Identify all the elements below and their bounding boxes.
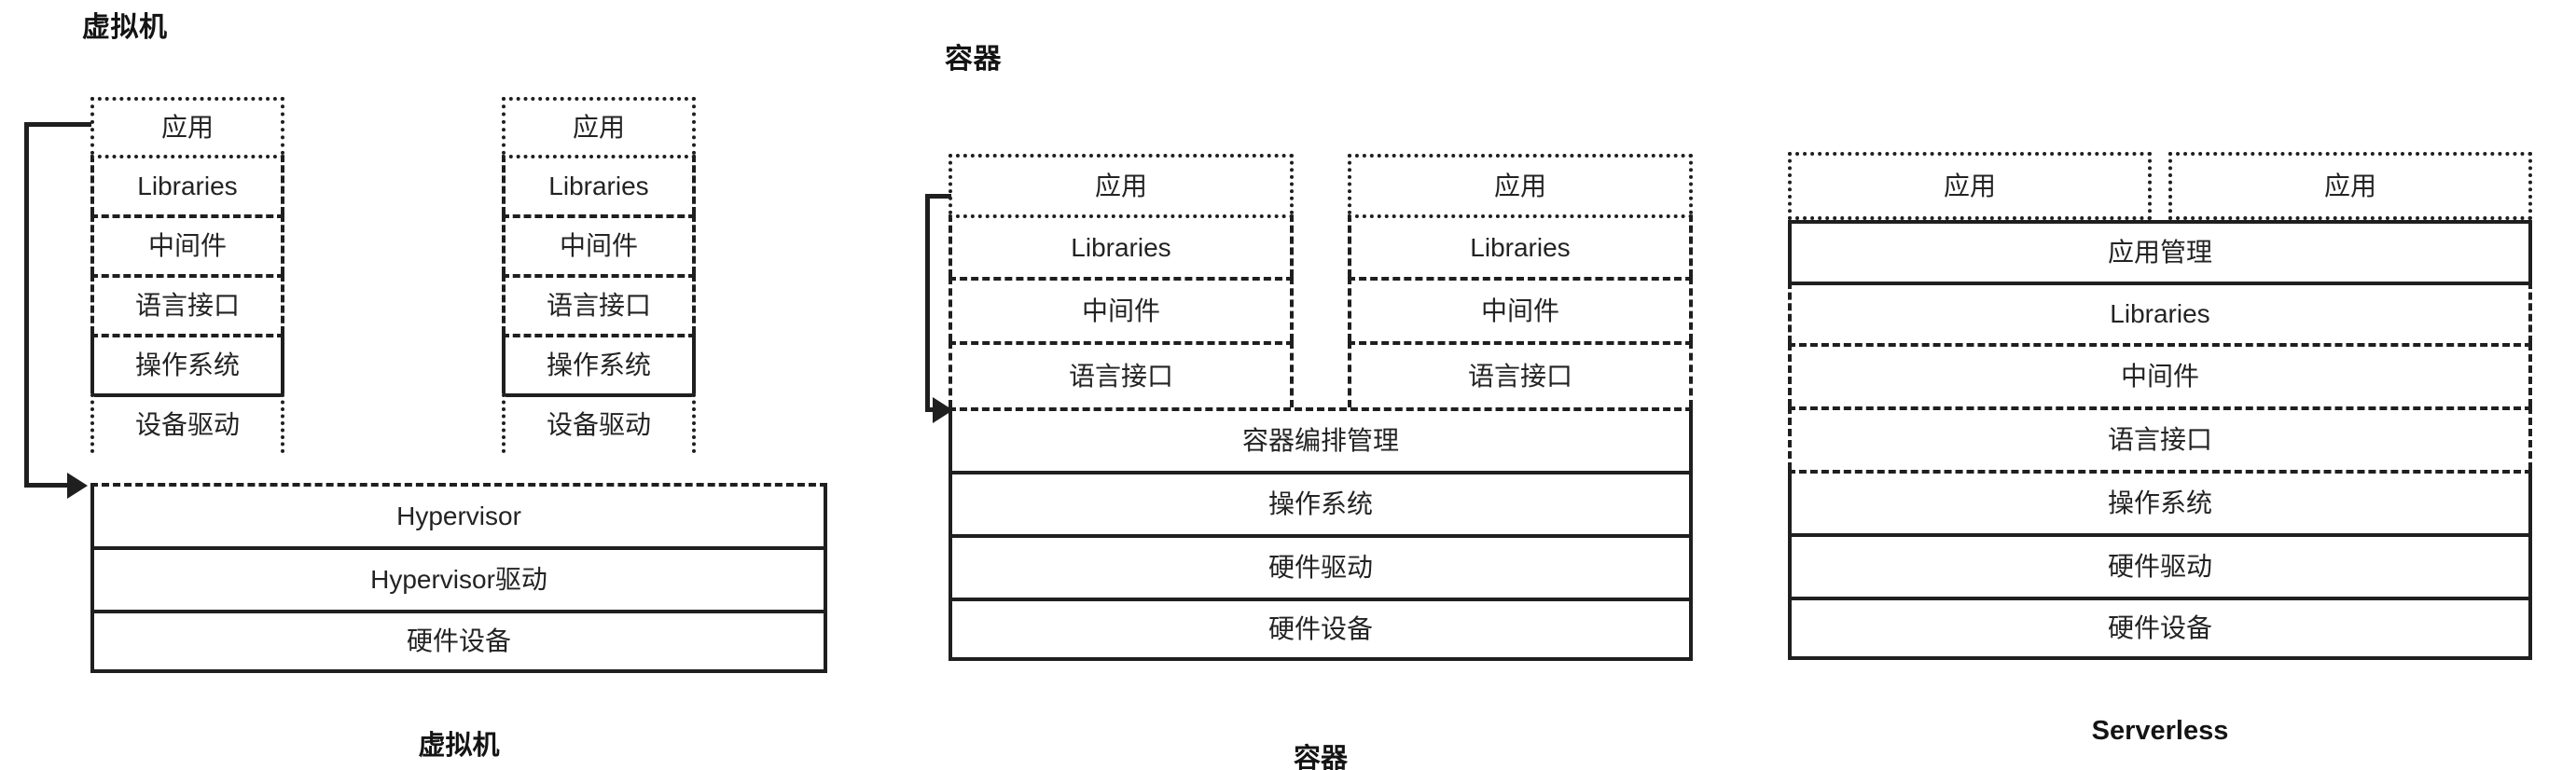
cell-label: 应用: [2323, 171, 2376, 200]
vm-guest2-row-os: 操作系统: [502, 334, 696, 393]
vm-guest1-row-driver: 设备驱动: [90, 393, 284, 453]
cell-label: Libraries: [1071, 232, 1171, 262]
vm-connector-vertical: [24, 122, 29, 488]
container-base-row-hardware: 硬件设备: [949, 598, 1693, 661]
cell-label: 应用管理: [2107, 238, 2212, 267]
cell-label: 硬件驱动: [2107, 552, 2212, 581]
cell-label: 中间件: [1081, 296, 1160, 325]
serverless-app2: 应用: [2168, 152, 2532, 220]
cell-label: 操作系统: [546, 351, 651, 379]
cell-label: Libraries: [137, 172, 238, 200]
container-guest1-row-language: 语言接口: [949, 341, 1294, 407]
vm-column-title: 虚拟机: [82, 12, 168, 43]
vm-guest1-row-libraries: Libraries: [90, 155, 284, 214]
container-connector-arrow-icon: [933, 397, 953, 423]
cell-label: 中间件: [1480, 296, 1559, 325]
container-connector-horizontal-top: [925, 194, 951, 199]
vm-guest2-row-middleware: 中间件: [502, 214, 696, 274]
vm-base-row-hypervisor-driver: Hypervisor驱动: [90, 546, 827, 610]
cell-label: 应用: [572, 113, 625, 142]
vm-base-row-hypervisor: Hypervisor: [90, 483, 827, 546]
vm-guest2-row-app: 应用: [502, 97, 696, 155]
container-guest2-row-app: 应用: [1348, 154, 1693, 214]
serverless-row-libraries: Libraries: [1788, 282, 2532, 343]
cell-label: 操作系统: [1267, 489, 1373, 518]
cell-label: 设备驱动: [134, 410, 240, 439]
serverless-row-middleware: 中间件: [1788, 343, 2532, 406]
cell-label: 硬件驱动: [1267, 553, 1373, 582]
vm-connector-horizontal-top: [24, 122, 91, 127]
cell-label: 中间件: [2120, 362, 2199, 391]
cell-label: 设备驱动: [546, 410, 651, 439]
container-guest2-row-language: 语言接口: [1348, 341, 1693, 407]
container-guest2-row-middleware: 中间件: [1348, 277, 1693, 341]
vm-connector-arrow-icon: [67, 473, 88, 499]
serverless-row-hardware-driver: 硬件驱动: [1788, 533, 2532, 597]
serverless-column-footer: Serverless: [2091, 716, 2229, 746]
container-base-row-os: 操作系统: [949, 471, 1693, 534]
cell-label: 硬件设备: [406, 626, 511, 655]
serverless-row-language: 语言接口: [1788, 406, 2532, 470]
cell-label: 中间件: [147, 231, 227, 260]
cell-label: 语言接口: [1467, 361, 1572, 391]
container-guest1-row-app: 应用: [949, 154, 1294, 214]
container-guest2-row-libraries: Libraries: [1348, 214, 1693, 277]
container-connector-vertical: [925, 194, 930, 412]
vm-connector-horizontal-bottom: [24, 483, 69, 488]
container-base-row-hardware-driver: 硬件驱动: [949, 534, 1693, 598]
cell-label: 操作系统: [134, 351, 240, 379]
cell-label: 语言接口: [546, 291, 651, 320]
vm-base-row-hardware: 硬件设备: [90, 610, 827, 673]
vm-column-footer: 虚拟机: [418, 731, 500, 761]
cell-label: Libraries: [548, 172, 649, 200]
vm-guest2-row-driver: 设备驱动: [502, 393, 696, 453]
cell-label: 容器编排管理: [1241, 426, 1399, 455]
serverless-row-app-management: 应用管理: [1788, 220, 2532, 282]
vm-guest1-row-app: 应用: [90, 97, 284, 155]
cell-label: Libraries: [2110, 299, 2210, 328]
container-guest1-row-libraries: Libraries: [949, 214, 1294, 277]
serverless-row-os: 操作系统: [1788, 470, 2532, 533]
cell-label: 应用: [160, 113, 214, 142]
container-column-footer: 容器: [1293, 744, 1348, 770]
cell-label: 操作系统: [2107, 488, 2212, 517]
cell-label: 硬件设备: [2107, 613, 2212, 642]
cell-label: Hypervisor: [396, 502, 521, 530]
vm-guest1-row-os: 操作系统: [90, 334, 284, 393]
vm-guest1-row-middleware: 中间件: [90, 214, 284, 274]
cell-label: 语言接口: [1068, 361, 1173, 391]
cell-label: 中间件: [559, 231, 638, 260]
vm-guest2-row-language: 语言接口: [502, 274, 696, 334]
vm-guest1-row-language: 语言接口: [90, 274, 284, 334]
vm-guest2-row-libraries: Libraries: [502, 155, 696, 214]
cell-label: Hypervisor驱动: [370, 565, 547, 594]
cell-label: 语言接口: [2107, 425, 2212, 454]
serverless-row-hardware: 硬件设备: [1788, 597, 2532, 660]
container-column-title: 容器: [945, 44, 1002, 75]
cell-label: 应用: [1943, 171, 1996, 200]
container-base-row-orchestration: 容器编排管理: [949, 407, 1693, 471]
cell-label: 语言接口: [134, 291, 240, 320]
cell-label: 硬件设备: [1267, 614, 1373, 643]
cell-label: Libraries: [1470, 232, 1571, 262]
cell-label: 应用: [1493, 171, 1546, 200]
container-guest1-row-middleware: 中间件: [949, 277, 1294, 341]
cell-label: 应用: [1094, 171, 1147, 200]
serverless-app1: 应用: [1788, 152, 2152, 220]
